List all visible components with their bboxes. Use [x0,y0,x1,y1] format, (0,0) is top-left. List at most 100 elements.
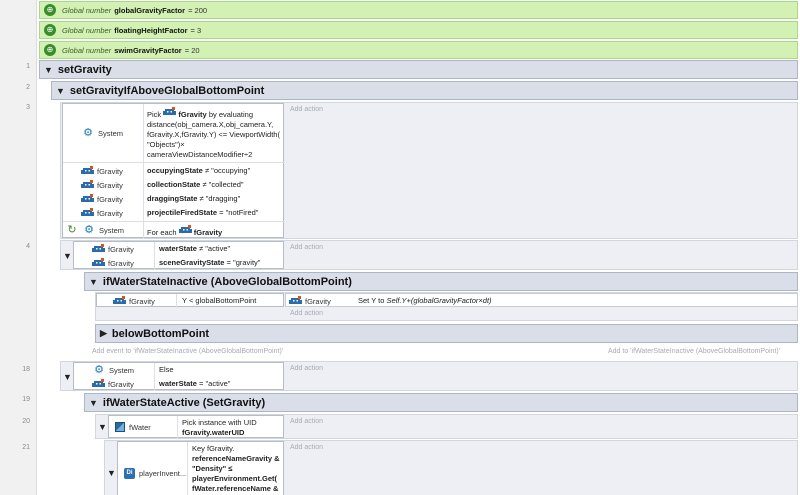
globe-icon: ⊕ [44,4,56,16]
global-value: = 20 [184,45,200,55]
global-variable-row[interactable]: ⊕ Global number swimGravityFactor = 20 [39,41,798,59]
fgravity-sprite-icon [92,258,105,268]
line-number: 20 [22,418,30,425]
action-text[interactable]: Set Y to Self.Y+(globalGravityFactor×dt) [358,296,492,305]
condition-object[interactable]: fGravity [81,164,123,178]
fgravity-sprite-icon [289,296,302,306]
fgravity-sprite-icon [113,296,126,306]
collapse-triangle-icon[interactable]: ▼ [98,422,107,432]
group-belowBottomPoint[interactable]: ▶ belowBottomPoint [95,324,798,343]
global-variable-row[interactable]: ⊕ Global number globalGravityFactor = 20… [39,1,798,19]
else-text[interactable]: Else [159,365,174,374]
group-setGravityIfAboveGlobalBottomPoint[interactable]: ▼ setGravityIfAboveGlobalBottomPoint [51,81,798,100]
global-keyword: Global number [62,45,112,55]
gear-icon: ⚙ [84,223,94,236]
condition-text[interactable]: projectileFiredState = "notFired" [147,208,259,217]
fgravity-sprite-icon [81,194,94,204]
global-name: swimGravityFactor [114,45,182,55]
add-event-link[interactable]: Add event to 'ifWaterStateInactive (Abov… [92,348,284,355]
add-action-link[interactable]: Add action [290,244,324,251]
line-number: 19 [22,396,30,403]
line-number: 4 [26,243,30,250]
group-ifWaterStateActive[interactable]: ▼ ifWaterStateActive (SetGravity) [84,393,798,412]
fgravity-sprite-icon [81,166,94,176]
global-keyword: Global number [62,5,112,15]
action-object[interactable]: fGravity [289,294,331,308]
condition-block[interactable]: ⚙ System Pick fGravity by evaluating dis… [62,103,285,239]
condition-block[interactable]: fGravity waterState ≠ "active" fGravity … [73,241,284,270]
condition-object[interactable]: fWater [115,420,151,434]
fgravity-sprite-icon [92,379,105,389]
group-ifWaterStateInactive[interactable]: ▼ ifWaterStateInactive (AboveGlobalBotto… [84,272,798,291]
condition-block[interactable]: fWater Pick instance with UID fGravity.w… [108,415,284,439]
condition-object[interactable]: fGravity [92,377,134,391]
condition-object[interactable]: fGravity [113,294,155,308]
collapse-triangle-icon[interactable]: ▼ [44,64,53,75]
globe-icon: ⊕ [44,24,56,36]
fgravity-sprite-icon [178,225,192,235]
add-to-group-link[interactable]: Add to 'ifWaterStateInactive (AboveGloba… [608,348,781,355]
global-value: = 3 [190,25,202,35]
group-title: setGravityIfAboveGlobalBottomPoint [69,84,265,97]
global-name: floatingHeightFactor [114,25,188,35]
pick-condition-text[interactable]: Pick fGravity by evaluating distance(obj… [147,107,283,160]
collapse-triangle-icon[interactable]: ▼ [89,276,98,287]
condition-object[interactable]: fGravity [92,242,134,256]
collapse-triangle-icon[interactable]: ▼ [107,468,116,478]
condition-text[interactable]: draggingState ≠ "dragging" [147,194,241,203]
add-action-link[interactable]: Add action [290,365,324,372]
condition-object[interactable]: fGravity [81,206,123,220]
global-value: = 200 [188,5,208,15]
fgravity-sprite-icon [81,180,94,190]
globe-icon: ⊕ [44,44,56,56]
condition-text[interactable]: collectionState ≠ "collected" [147,180,244,189]
line-number-gutter [0,0,37,495]
condition-object[interactable]: fGravity [81,178,123,192]
group-title: belowBottomPoint [111,327,210,340]
fwater-tile-icon [115,422,125,432]
condition-text[interactable]: waterState ≠ "active" [159,244,231,253]
gear-icon: ⚙ [83,126,93,139]
add-action-link[interactable]: Add action [290,444,324,451]
condition-text[interactable]: occupyingState ≠ "occupying" [147,166,251,175]
pick-uid-text[interactable]: Pick instance with UID fGravity.waterUID [182,418,257,437]
line-number: 21 [22,444,30,451]
condition-block[interactable]: fGravity Y < globalBottomPoint [96,293,284,308]
condition-text[interactable]: sceneGravityState = "gravity" [159,258,261,267]
loop-icon: ↻ [67,223,77,236]
collapse-triangle-icon[interactable]: ▼ [63,251,72,261]
condition-foreach[interactable]: ↻ ⚙ System [65,223,124,237]
condition-object[interactable]: fGravity [92,256,134,270]
condition-block[interactable]: Di playerInvent... Key fGravity. referen… [117,441,284,495]
collapse-triangle-icon[interactable]: ▼ [63,372,72,382]
add-action-link[interactable]: Add action [290,106,324,113]
line-number: 2 [26,84,30,91]
condition-system[interactable]: ⚙ System [92,363,134,377]
fgravity-sprite-icon [81,208,94,218]
foreach-text[interactable]: For each fGravity [147,225,222,238]
condition-object[interactable]: Di playerInvent... [124,466,186,480]
key-compare-text[interactable]: Key fGravity. referenceNameGravity & "De… [192,444,280,493]
condition-block[interactable]: ⚙ System Else fGravity waterState = "act… [73,362,284,391]
condition-system[interactable]: ⚙ System [81,126,123,140]
group-title: ifWaterStateActive (SetGravity) [102,396,266,409]
add-action-link[interactable]: Add action [290,418,324,425]
collapse-triangle-icon[interactable]: ▼ [89,397,98,408]
condition-text[interactable]: waterState = "active" [159,379,231,388]
expand-triangle-icon[interactable]: ▶ [100,328,107,338]
line-number: 18 [22,366,30,373]
group-setGravity[interactable]: ▼ setGravity [39,60,798,79]
condition-text[interactable]: Y < globalBottomPoint [182,296,257,305]
collapse-triangle-icon[interactable]: ▼ [56,85,65,96]
group-title: setGravity [57,63,112,76]
line-number: 3 [26,104,30,111]
global-name: globalGravityFactor [114,5,186,15]
add-action-link[interactable]: Add action [290,310,324,317]
group-title: ifWaterStateInactive (AboveGlobalBottomP… [102,275,352,288]
line-number: 1 [26,63,30,70]
fgravity-sprite-icon [92,244,105,254]
gear-icon: ⚙ [94,363,104,376]
action-row[interactable]: fGravity Set Y to Self.Y+(globalGravityF… [285,293,798,307]
global-variable-row[interactable]: ⊕ Global number floatingHeightFactor = 3 [39,21,798,39]
condition-object[interactable]: fGravity [81,192,123,206]
